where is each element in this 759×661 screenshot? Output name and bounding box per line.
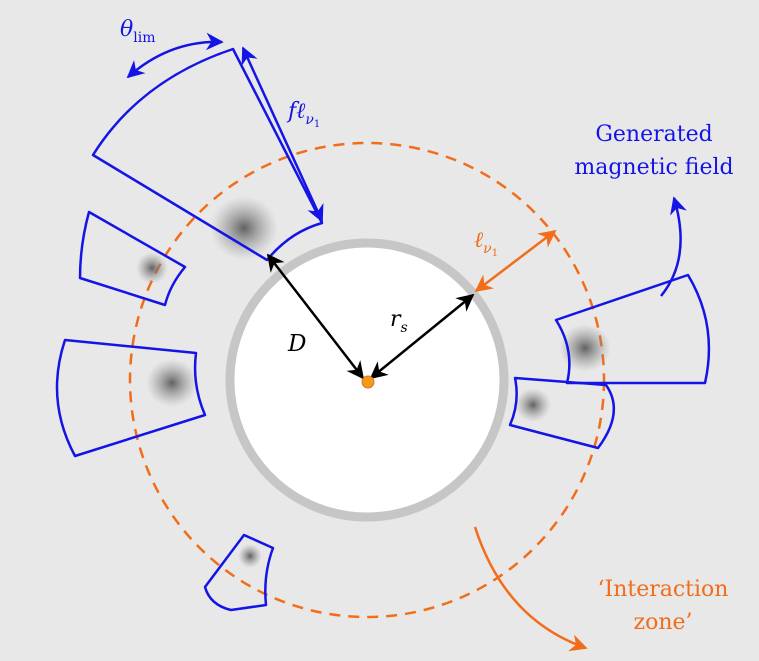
field-blob <box>238 544 262 568</box>
flux-tube <box>508 376 616 450</box>
generated-field-arrow <box>660 196 687 297</box>
field-blob <box>210 196 278 260</box>
interaction-zone-label-line1: ‘Interaction <box>598 577 729 602</box>
interaction-zone-label-line2: zone’ <box>633 610 692 635</box>
flux-tube <box>554 273 711 385</box>
rs-label: rs <box>390 307 408 336</box>
l-nu1-arrow <box>474 229 557 293</box>
flux-tube <box>203 533 275 612</box>
theta-lim-arrow <box>126 32 224 79</box>
distance-d-arrow <box>266 253 365 380</box>
f-length-arrow <box>241 46 324 223</box>
radius-rs-arrow <box>369 293 475 380</box>
interaction-zone-circle <box>128 141 606 619</box>
f-length-label: fℓν1 <box>286 99 320 130</box>
generated-field-label-line1: Generated <box>595 122 712 147</box>
field-blob <box>146 359 198 407</box>
flux-tube-large <box>91 47 324 262</box>
field-blob <box>515 388 551 422</box>
d-label: D <box>287 331 306 357</box>
flux-tube <box>55 338 207 458</box>
interaction-zone-arrow <box>473 526 588 652</box>
field-blob <box>559 324 611 372</box>
star-center-dot <box>361 375 375 389</box>
field-blob <box>136 252 168 284</box>
theta-lim-label: θlim <box>120 17 155 46</box>
l-nu1-label: ℓν1 <box>474 228 498 259</box>
generated-field-label-line2: magnetic field <box>574 155 733 180</box>
flux-tube <box>78 210 187 307</box>
